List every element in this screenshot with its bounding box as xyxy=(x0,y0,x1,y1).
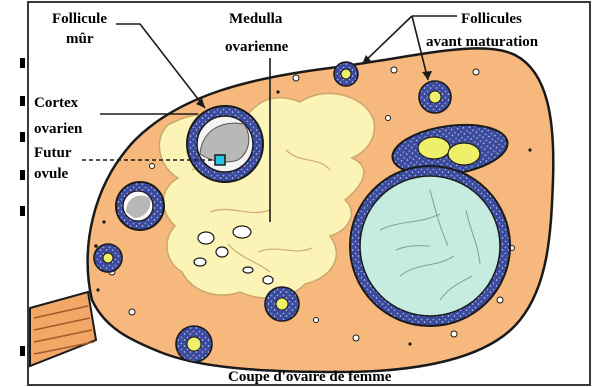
label-cortex-2: ovarien xyxy=(34,121,83,137)
large-antral-follicle xyxy=(350,166,510,326)
small-follicle-bottom xyxy=(176,326,212,362)
label-follicules-avant-2: avant maturation xyxy=(426,34,539,50)
label-futur-ovule-2: ovule xyxy=(34,166,69,182)
small-follicle-lower-left xyxy=(94,244,122,272)
growing-follicle-left xyxy=(116,182,164,230)
label-futur-ovule-1: Futur xyxy=(34,145,72,161)
label-follicules-avant-1: Follicules xyxy=(461,11,522,27)
primary-follicle-top xyxy=(334,62,358,86)
small-follicle-lower-mid xyxy=(265,287,299,321)
ripe-follicle xyxy=(187,106,263,182)
label-follicule-mur-2: mûr xyxy=(66,31,94,47)
future-ovule-marker xyxy=(215,155,225,165)
primary-follicle-right xyxy=(419,81,451,113)
margin-fragments xyxy=(20,58,25,356)
label-medulla-1: Medulla xyxy=(229,11,283,27)
label-cortex-1: Cortex xyxy=(34,95,79,111)
figure-caption: Coupe d'ovaire de femme xyxy=(228,369,392,385)
label-follicule-mur-1: Follicule xyxy=(52,11,107,27)
label-medulla-2: ovarienne xyxy=(225,39,289,55)
